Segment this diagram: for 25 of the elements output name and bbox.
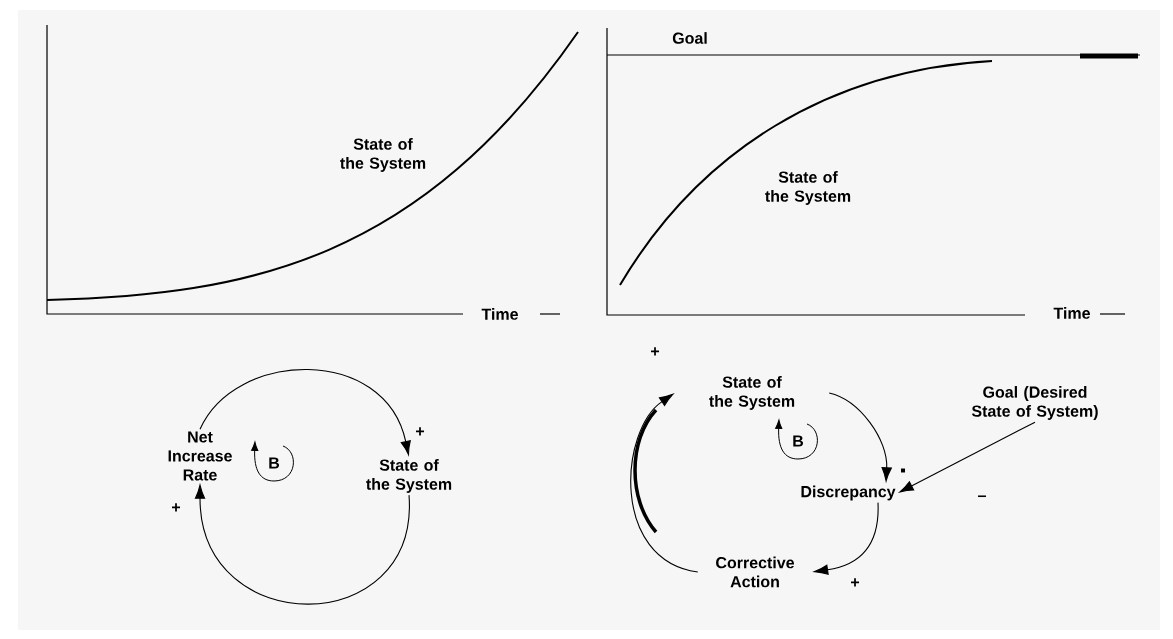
polarity-sign: – bbox=[976, 494, 988, 502]
polarity-sign: + bbox=[649, 346, 661, 358]
polarity-sign: + bbox=[170, 502, 182, 514]
variable-label: Goal (Desired State of System) bbox=[971, 386, 1098, 420]
axis-label: Time bbox=[1052, 306, 1092, 320]
arrow bbox=[814, 502, 879, 575]
variable-label: Corrective Action bbox=[716, 556, 794, 588]
arrow bbox=[630, 393, 699, 573]
polarity-sign: + bbox=[849, 577, 861, 589]
polarity-sign: + bbox=[414, 426, 426, 438]
arrow bbox=[828, 392, 892, 482]
axis-label: Time bbox=[480, 307, 520, 321]
arrow bbox=[194, 484, 410, 605]
curve-label: State of the System bbox=[340, 138, 426, 172]
loop-label: B bbox=[269, 457, 280, 469]
variable-label: Net Increase Rate bbox=[168, 431, 232, 481]
variable-label: State of the System bbox=[709, 376, 795, 410]
curve-label: State of the System bbox=[765, 171, 851, 205]
polarity-sign: ▪ bbox=[899, 467, 907, 477]
variable-label: State of the System bbox=[366, 459, 452, 493]
arrow bbox=[199, 368, 411, 455]
arrow bbox=[899, 421, 1036, 493]
variable-label: Discrepancy bbox=[801, 485, 896, 501]
loop-label: B bbox=[793, 435, 804, 447]
line-label: Goal bbox=[672, 32, 707, 44]
